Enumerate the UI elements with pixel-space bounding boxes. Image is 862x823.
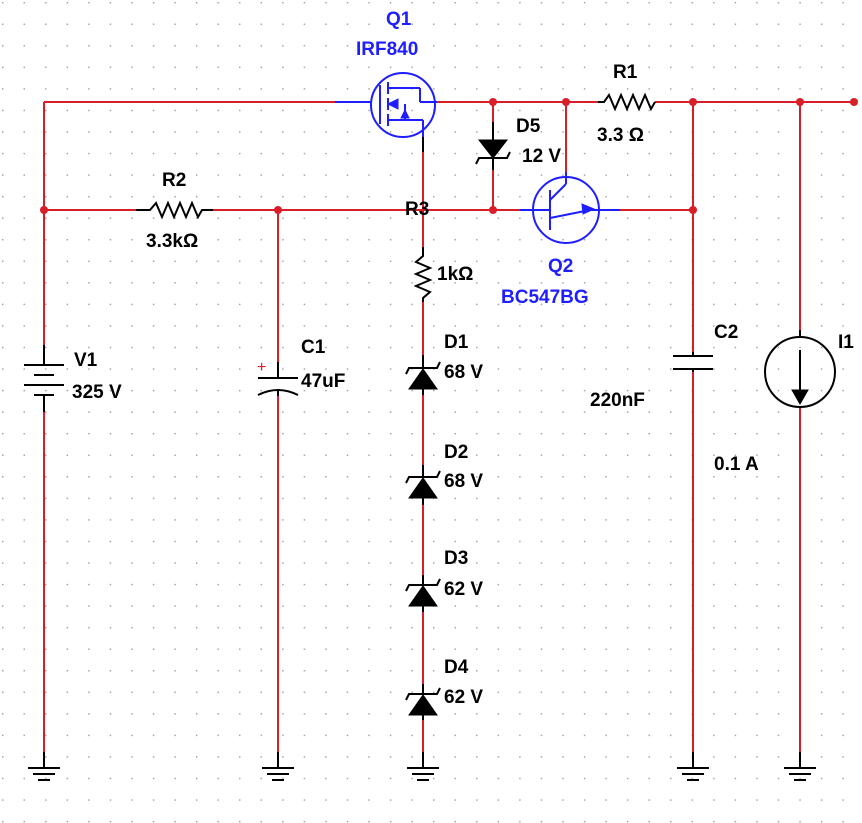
d2-zener-symbol[interactable] xyxy=(405,465,441,505)
d4-value: 62 V xyxy=(444,687,483,708)
ground-v1 xyxy=(28,752,60,781)
r2-resistor-symbol[interactable] xyxy=(136,200,213,220)
c2-ref: C2 xyxy=(714,322,738,343)
c1-value: 47uF xyxy=(301,371,345,392)
ground-i1 xyxy=(784,752,816,781)
v1-battery-symbol[interactable] xyxy=(24,345,64,412)
q1-ref: Q1 xyxy=(386,9,412,30)
c1-polarity-plus: + xyxy=(257,359,266,376)
r2-ref: R2 xyxy=(162,170,186,191)
d2-value: 68 V xyxy=(444,471,483,492)
d3-zener-symbol[interactable] xyxy=(405,575,441,612)
q1-value: IRF840 xyxy=(356,39,418,60)
q2-value: BC547BG xyxy=(501,287,589,308)
r3-resistor-symbol[interactable] xyxy=(413,247,433,302)
wires xyxy=(43,101,856,752)
d5-ref: D5 xyxy=(516,116,541,137)
d1-ref: D1 xyxy=(444,332,469,353)
q2-ref: Q2 xyxy=(548,256,573,277)
i1-value: 0.1 A xyxy=(714,454,759,475)
q2-bjt-symbol[interactable] xyxy=(520,172,620,244)
i1-current-source-symbol[interactable] xyxy=(764,330,836,408)
v1-ref: V1 xyxy=(74,350,98,371)
r3-value: 1kΩ xyxy=(437,264,473,285)
junction-dots xyxy=(40,98,858,214)
d5-value: 12 V xyxy=(522,146,561,167)
d3-ref: D3 xyxy=(444,548,468,569)
ground-c2 xyxy=(677,752,709,781)
r1-value: 3.3 Ω xyxy=(597,125,644,146)
i1-ref: I1 xyxy=(838,332,854,353)
c2-value: 220nF xyxy=(590,390,645,411)
d5-zener-symbol[interactable] xyxy=(475,122,511,170)
d1-zener-symbol[interactable] xyxy=(405,355,441,395)
c1-ref: C1 xyxy=(301,337,326,358)
d4-zener-symbol[interactable] xyxy=(405,684,441,720)
v1-value: 325 V xyxy=(72,382,122,403)
d1-value: 68 V xyxy=(444,362,483,383)
q1-mosfet-symbol[interactable] xyxy=(335,72,437,152)
d4-ref: D4 xyxy=(444,657,469,678)
r1-resistor-symbol[interactable] xyxy=(598,92,656,112)
c1-capacitor-symbol[interactable] xyxy=(257,362,299,396)
r1-ref: R1 xyxy=(613,62,638,83)
d2-ref: D2 xyxy=(444,442,468,463)
c2-capacitor-symbol[interactable] xyxy=(673,352,713,372)
ground-diodes xyxy=(407,752,439,781)
d3-value: 62 V xyxy=(444,579,483,600)
r3-ref: R3 xyxy=(405,199,429,220)
ground-c1 xyxy=(262,752,294,781)
r2-value: 3.3kΩ xyxy=(146,231,198,252)
